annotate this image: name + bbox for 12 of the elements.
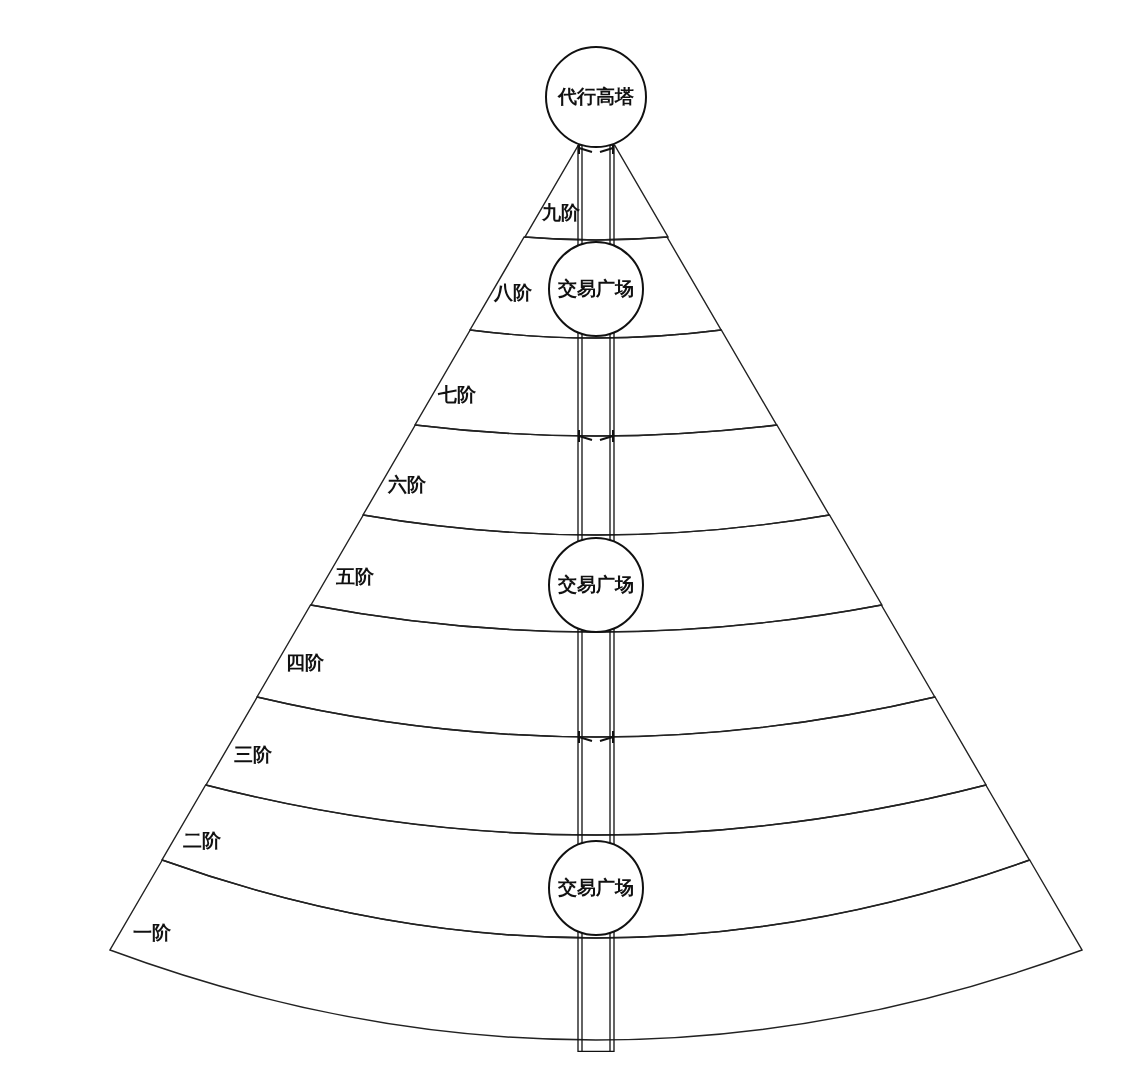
tier-label: 七阶 bbox=[438, 382, 476, 407]
tier-label: 一阶 bbox=[133, 920, 171, 945]
tier-label: 二阶 bbox=[183, 828, 221, 853]
station-label: 交易广场 bbox=[558, 276, 634, 301]
tier-label: 三阶 bbox=[234, 742, 272, 767]
tier-label: 八阶 bbox=[494, 280, 532, 305]
station-label: 交易广场 bbox=[558, 875, 634, 900]
tier-label: 五阶 bbox=[336, 564, 374, 589]
tier-label: 四阶 bbox=[286, 650, 324, 675]
tier-label: 六阶 bbox=[388, 472, 426, 497]
station-label: 代行高塔 bbox=[558, 84, 634, 109]
station-label: 交易广场 bbox=[558, 572, 634, 597]
